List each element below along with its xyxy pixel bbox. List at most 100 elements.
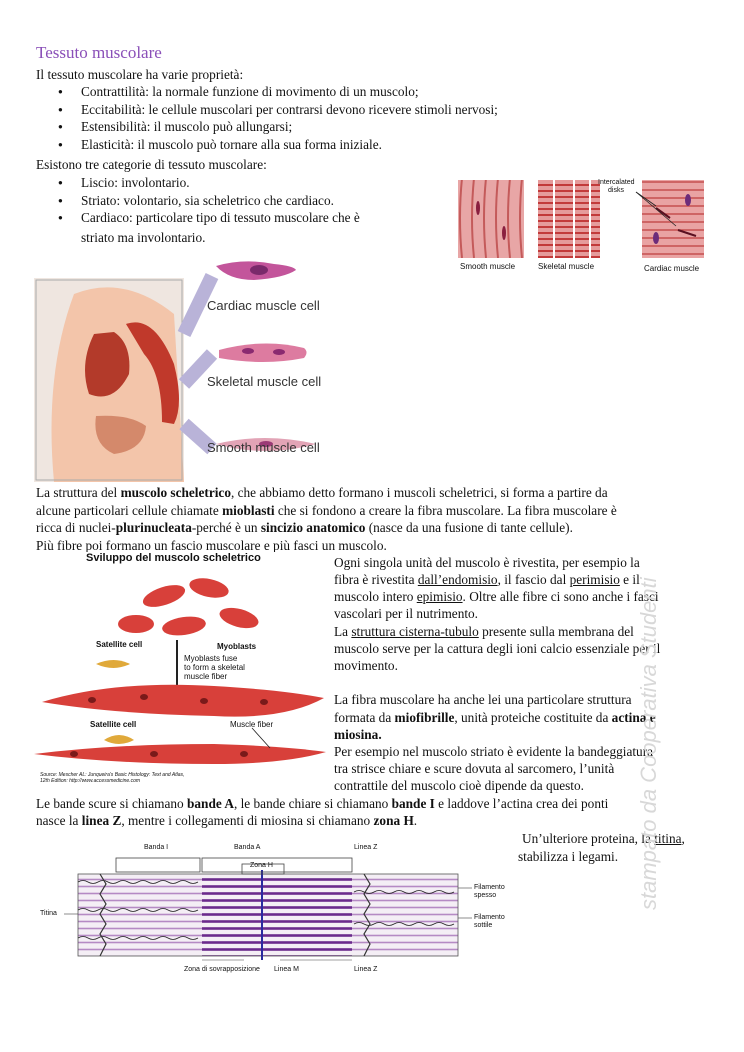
text-span: . bbox=[413, 813, 418, 828]
text-span: , unità proteiche costituite da bbox=[454, 710, 612, 725]
intercalated-label: Intercalated bbox=[598, 179, 635, 186]
skeletal-muscle-label: Skeletal muscle bbox=[538, 262, 595, 271]
source-line-2: 12th Edition: http://www.accessmedicine.… bbox=[40, 778, 141, 784]
list-item: Cardiaco: particolare tipo di tessuto mu… bbox=[36, 209, 360, 227]
term-endomisio: dall’endomisio bbox=[417, 572, 498, 587]
muscle-types-figure: Intercalated disks Smooth muscle Skeleta… bbox=[456, 178, 706, 278]
term-actina: actina e bbox=[611, 710, 656, 725]
cardiac-cell-label: Cardiac muscle cell bbox=[207, 298, 320, 313]
term-titina: titina bbox=[654, 831, 682, 846]
term-epimisio: epimisio bbox=[416, 589, 463, 604]
text-span: alcune particolari cellule chiamate bbox=[36, 503, 223, 518]
sarcomere-figure: Banda I Banda A Zona H Linea Z Filamento… bbox=[34, 834, 514, 982]
watermark: stampato da Cooperativa Studenti bbox=[636, 550, 668, 920]
term-bande-i: bande I bbox=[391, 796, 435, 811]
text-span: nasce la bbox=[36, 813, 82, 828]
right2-line1: La fibra muscolare ha anche lei una part… bbox=[334, 692, 632, 707]
para1-line4: Più fibre poi formano un fascio muscolar… bbox=[36, 538, 387, 553]
text-span: , che abbiamo detto formano i muscoli sc… bbox=[230, 485, 608, 500]
filamento-sottile-label: Filamento sottile bbox=[474, 914, 505, 929]
titin-line2: stabilizza i legami. bbox=[518, 849, 619, 864]
banda-a-label: Banda A bbox=[234, 844, 261, 851]
list-item: Estensibilità: il muscolo può allungarsi… bbox=[36, 118, 498, 136]
right2-line4: Per esempio nel muscolo striato è eviden… bbox=[334, 744, 654, 759]
watermark-text: stampato da Cooperativa Studenti bbox=[636, 577, 661, 910]
source-line-1: Source: Mescher AL: Junqueira's Basic Hi… bbox=[40, 772, 185, 778]
muscle-development-illustration bbox=[34, 578, 326, 764]
muscle-cells-figure: Cardiac muscle cell Skeletal muscle cell… bbox=[34, 254, 332, 482]
text-span: che si fondono a creare la fibra muscola… bbox=[274, 503, 617, 518]
sovrapposizione-label: Zona di sovrapposizione bbox=[184, 966, 260, 973]
text-span: , bbox=[681, 831, 685, 846]
satellite-cell-label-2: Satellite cell bbox=[90, 720, 137, 729]
dev-figure-title: Sviluppo del muscolo scheletrico bbox=[86, 552, 261, 564]
text-span: . Oltre alle fibre ci sono anche i fasci bbox=[462, 589, 659, 604]
text-span: e il bbox=[619, 572, 640, 587]
term-plurinucleata: plurinucleata bbox=[115, 520, 192, 535]
skeletal-cell-label: Skeletal muscle cell bbox=[207, 374, 322, 389]
categories-list: Liscio: involontario. Striato: volontari… bbox=[36, 174, 360, 227]
bands-line2: nasce la linea Z, mentre i collegamenti … bbox=[36, 812, 417, 830]
categories-continuation: striato ma involontario. bbox=[81, 230, 206, 245]
zona-h-label: Zona H bbox=[250, 862, 273, 869]
text-span: presente sulla membrana del bbox=[478, 624, 634, 639]
text-span: formata da bbox=[334, 710, 395, 725]
fuse-label-3: muscle fiber bbox=[184, 672, 228, 681]
list-item: Eccitabilità: le cellule muscolari per c… bbox=[36, 101, 498, 119]
right1-line2: fibra è rivestita dall’endomisio, il fas… bbox=[334, 571, 640, 589]
linea-z-bottom-label: Linea Z bbox=[354, 966, 378, 973]
text-span: Un’ulteriore proteina, la bbox=[522, 831, 655, 846]
properties-list: Contrattilità: la normale funzione di mo… bbox=[36, 83, 498, 153]
myoblasts-label: Myoblasts bbox=[217, 642, 257, 651]
list-item: Contrattilità: la normale funzione di mo… bbox=[36, 83, 498, 101]
term-bande-a: bande A bbox=[187, 796, 234, 811]
text-span: , mentre i collegamenti di miosina si ch… bbox=[121, 813, 374, 828]
term-cisterna-tubulo: struttura cisterna-tubulo bbox=[351, 624, 479, 639]
cardiac-muscle-label: Cardiac muscle bbox=[644, 264, 700, 273]
right1-line5: La struttura cisterna-tubulo presente su… bbox=[334, 623, 634, 641]
categories-intro: Esistono tre categorie di tessuto muscol… bbox=[36, 157, 267, 172]
filamento-spesso-label: Filamento spesso bbox=[474, 884, 505, 899]
smooth-cell-label: Smooth muscle cell bbox=[207, 440, 320, 455]
linea-m-label: Linea M bbox=[274, 966, 299, 973]
right1-line1: Ogni singola unità del muscolo è rivesti… bbox=[334, 555, 640, 570]
muscle-types-illustration bbox=[458, 180, 704, 258]
text-span: muscolo intero bbox=[334, 589, 417, 604]
disks-label: disks bbox=[608, 187, 624, 194]
page-title: Tessuto muscolare bbox=[36, 43, 162, 62]
right1-line7: movimento. bbox=[334, 658, 398, 673]
para1-line1: La struttura del muscolo scheletrico, ch… bbox=[36, 484, 608, 502]
term-linea-z: linea Z bbox=[81, 813, 122, 828]
para1-line3: ricca di nuclei-plurinucleata-perché è u… bbox=[36, 519, 573, 537]
bands-line1: Le bande scure si chiamano bande A, le b… bbox=[36, 795, 608, 813]
text-span: ricca di nuclei- bbox=[36, 520, 116, 535]
muscle-development-figure: Sviluppo del muscolo scheletrico Myoblas… bbox=[34, 552, 326, 790]
right2-line2: formata da miofibrille, unità proteiche … bbox=[334, 709, 656, 727]
titin-line1: Un’ulteriore proteina, la titina, bbox=[522, 830, 685, 848]
satellite-cell-label-1: Satellite cell bbox=[96, 640, 143, 649]
right2-line5: tra strisce chiare e scure dovuta al sar… bbox=[334, 761, 615, 776]
text-span: -perché è un bbox=[191, 520, 261, 535]
para1-line2: alcune particolari cellule chiamate miob… bbox=[36, 502, 617, 520]
term-sincizio: sincizio anatomico bbox=[260, 520, 366, 535]
fuse-label-1: Myoblasts fuse bbox=[184, 654, 238, 663]
term-muscolo-scheletrico: muscolo scheletrico bbox=[120, 485, 231, 500]
text-span: e laddove l’actina crea dei ponti bbox=[434, 796, 609, 811]
muscle-fiber-label: Muscle fiber bbox=[230, 720, 274, 729]
smooth-muscle-label: Smooth muscle bbox=[460, 262, 516, 271]
right2-line3: miosina. bbox=[334, 727, 382, 742]
text-span: , le bande chiare si chiamano bbox=[233, 796, 392, 811]
list-item: Liscio: involontario. bbox=[36, 174, 360, 192]
banda-i-label: Banda I bbox=[144, 844, 169, 851]
right1-line3: muscolo intero epimisio. Oltre alle fibr… bbox=[334, 588, 659, 606]
text-span: fibra è rivestita bbox=[334, 572, 418, 587]
muscle-cells-illustration bbox=[34, 261, 316, 482]
intro-text: Il tessuto muscolare ha varie proprietà: bbox=[36, 67, 244, 82]
right1-line4: vascolari per il nutrimento. bbox=[334, 606, 479, 621]
text-span: Le bande scure si chiamano bbox=[36, 796, 188, 811]
term-zona-h: zona H bbox=[373, 813, 414, 828]
list-item: Striato: volontario, sia scheletrico che… bbox=[36, 192, 360, 210]
sarcomere-illustration bbox=[64, 857, 472, 961]
term-miofibrille: miofibrille bbox=[394, 710, 455, 725]
linea-z-top-label: Linea Z bbox=[354, 844, 378, 851]
